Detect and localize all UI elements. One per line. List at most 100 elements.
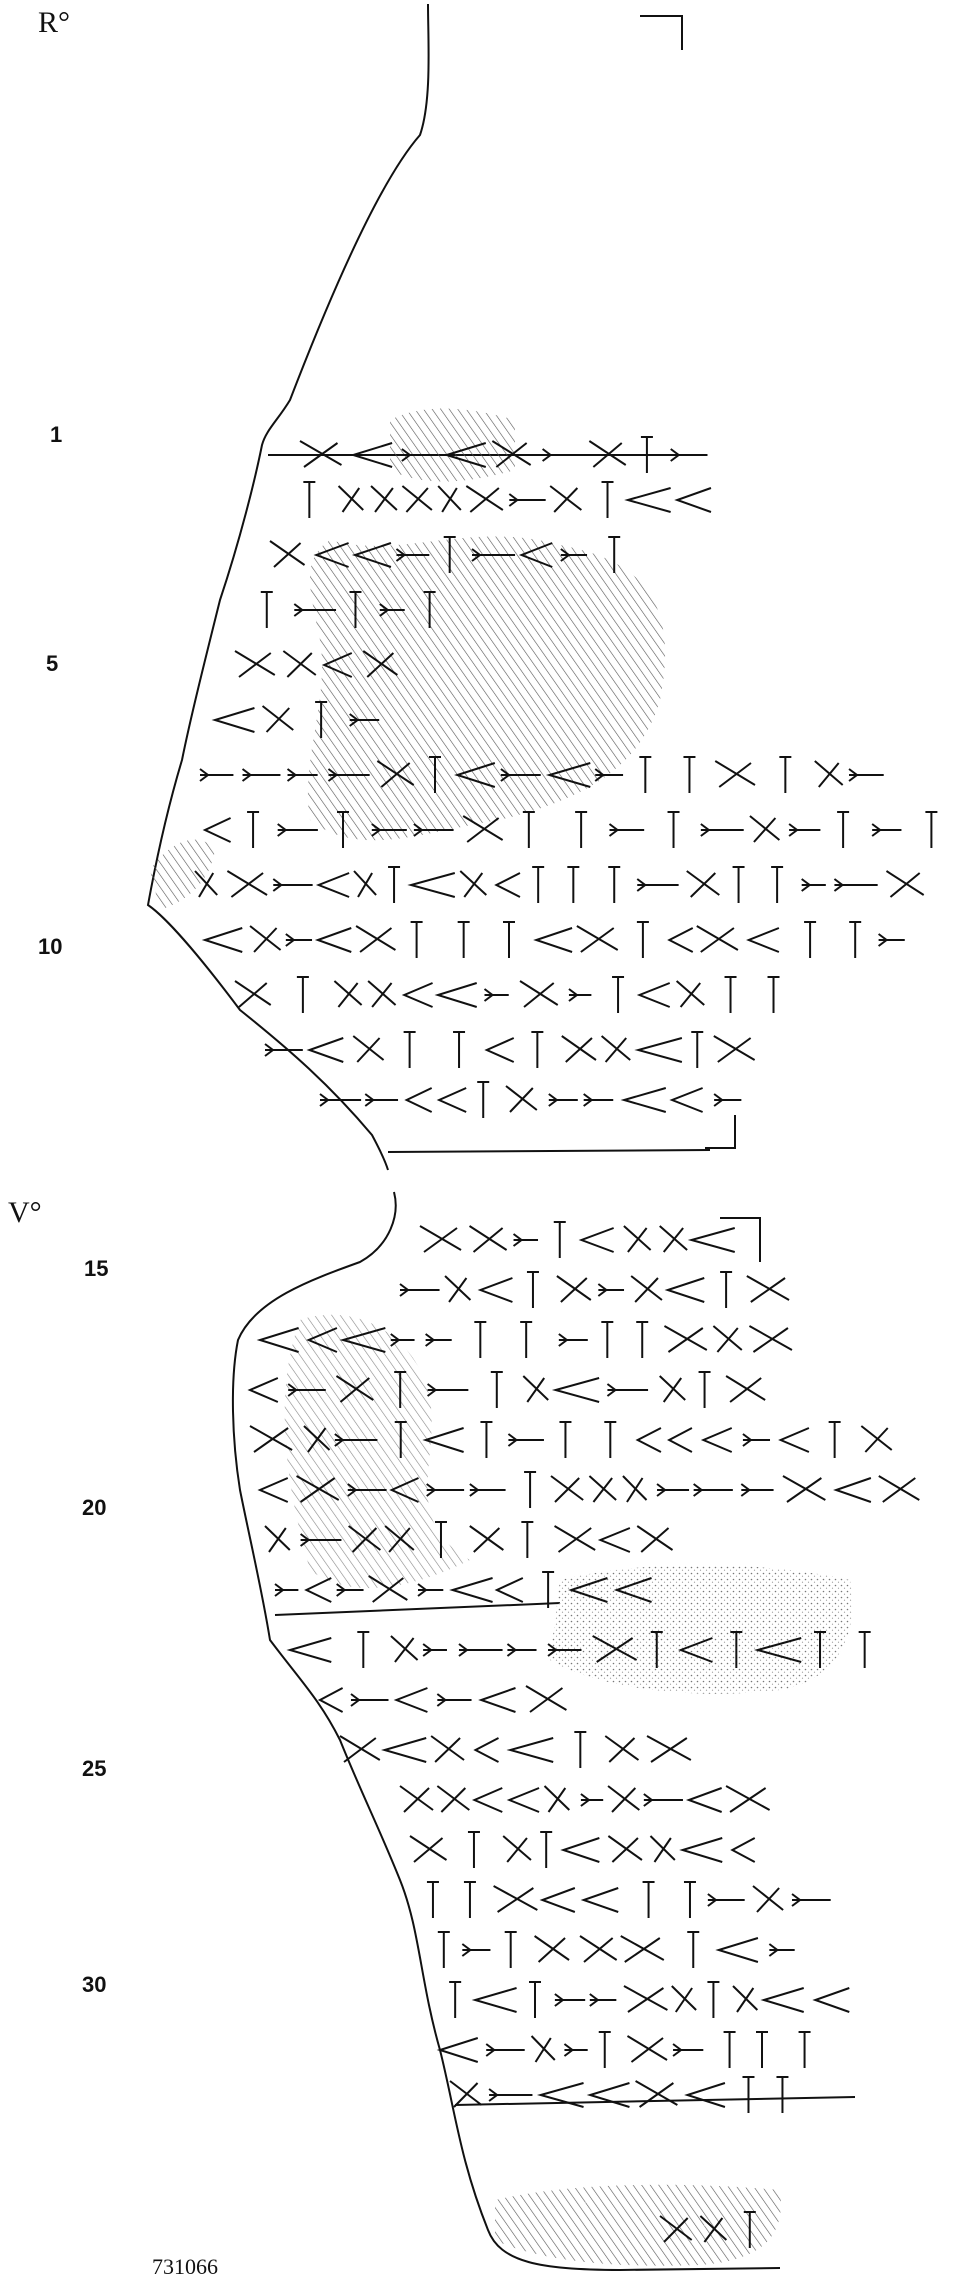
cuneiform-wedge <box>598 2031 611 2068</box>
cuneiform-wedge <box>417 1583 444 1597</box>
cuneiform-wedge <box>798 2031 811 2068</box>
cuneiform-wedge <box>272 878 313 892</box>
cuneiform-wedge <box>812 1987 850 2013</box>
verso-stipple-area <box>550 1565 853 1694</box>
cuneiform-wedge <box>542 448 585 462</box>
cuneiform-wedge <box>567 866 580 903</box>
cuneiform-wedge <box>601 1321 614 1358</box>
cuneiform-wedge <box>434 1521 447 1558</box>
cuneiform-wedge <box>778 1427 810 1453</box>
cuneiform-wedge <box>319 1093 362 1107</box>
cuneiform-wedge <box>506 1737 554 1763</box>
cuneiform-wedge <box>707 1893 745 1907</box>
cuneiform-wedge <box>494 872 521 898</box>
cuneiform-wedge <box>554 1525 596 1553</box>
cuneiform-wedge <box>333 980 363 1008</box>
cuneiform-wedge <box>465 485 504 513</box>
verso-outline <box>231 1191 781 2272</box>
cuneiform-wedge <box>675 980 705 1008</box>
cuneiform-wedge <box>760 1987 805 2013</box>
cuneiform-wedge <box>604 1421 617 1458</box>
cuneiform-wedge <box>306 1327 338 1353</box>
cuneiform-wedge <box>508 493 546 507</box>
cuneiform-wedge <box>678 1637 713 1663</box>
cuneiform-wedge <box>858 1631 871 1668</box>
cuneiform-wedge <box>664 1277 705 1303</box>
cuneiform-wedge <box>623 1225 652 1253</box>
cuneiform-wedge <box>713 1035 756 1063</box>
cuneiform-wedge <box>578 1227 614 1253</box>
cuneiform-wedge <box>454 762 496 788</box>
cuneiform-wedge <box>715 1937 759 1963</box>
cuneiform-wedge <box>548 1093 578 1107</box>
cuneiform-wedge <box>608 536 621 573</box>
cuneiform-wedge <box>401 448 437 462</box>
cuneiform-wedge <box>533 927 573 953</box>
cuneiform-wedge <box>351 542 392 568</box>
cuneiform-wedge <box>314 927 352 953</box>
cuneiform-wedge <box>337 485 364 513</box>
cuneiform-wedge <box>484 1037 515 1063</box>
cuneiform-wedge <box>453 1031 466 1068</box>
cuneiform-wedge <box>518 542 553 568</box>
recto-left-damage <box>150 839 215 910</box>
recto-damage-area <box>307 536 666 841</box>
cuneiform-wedge <box>732 1985 759 2013</box>
cuneiform-wedge <box>462 815 504 843</box>
cuneiform-wedge <box>871 823 902 837</box>
cuneiform-wedge <box>313 542 349 568</box>
cuneiform-wedge <box>740 1483 774 1497</box>
cuneiform-wedge <box>352 1035 385 1063</box>
cuneiform-wedge <box>559 1421 572 1458</box>
cuneiform-wedge <box>814 1631 827 1668</box>
cuneiform-wedge <box>588 440 627 468</box>
cuneiform-wedge <box>814 760 844 788</box>
cuneiform-wedge <box>335 1375 374 1403</box>
cuneiform-wedge <box>247 811 260 848</box>
cuneiform-wedge <box>256 1327 299 1353</box>
cuneiform-wedge <box>643 1793 683 1807</box>
cuneiform-wedge <box>443 442 487 468</box>
cuneiform-wedge <box>299 1533 342 1547</box>
cuneiform-wedge <box>390 1635 419 1663</box>
cuneiform-wedge <box>540 1831 553 1868</box>
cuneiform-wedge <box>742 2076 755 2113</box>
cuneiform-wedge <box>560 1837 600 1863</box>
cuneiform-wedge <box>505 1085 538 1113</box>
cuneiform-wedge <box>362 650 398 678</box>
cuneiform-wedge <box>536 2082 584 2108</box>
cuneiform-wedge <box>521 1521 534 1558</box>
cuneiform-wedge <box>483 988 509 1002</box>
cuneiform-wedge <box>488 2088 533 2102</box>
cuneiform-wedge <box>401 485 433 513</box>
cuneiform-wedge <box>833 878 878 892</box>
cuneiform-wedge <box>485 2043 525 2057</box>
cuneiform-wedge <box>194 870 218 898</box>
cuneiform-wedge <box>636 921 649 958</box>
cuneiform-wedge <box>580 1887 619 1913</box>
cuneiform-wedge <box>370 485 398 513</box>
cuneiform-wedge <box>684 2082 726 2108</box>
cuneiform-wedge <box>646 1735 692 1763</box>
cuneiform-wedge <box>635 1427 662 1453</box>
cuneiform-wedge <box>419 1225 462 1253</box>
cuneiform-wedge <box>687 1227 736 1253</box>
cuneiform-wedge <box>543 1785 571 1813</box>
cuneiform-wedge <box>490 1371 503 1408</box>
cuneiform-wedge <box>436 1693 472 1707</box>
cuneiform-wedge <box>525 1685 567 1713</box>
cuneiform-wedge <box>554 1993 586 2007</box>
cuneiform-wedge <box>558 1333 588 1347</box>
cuneiform-wedge <box>474 1321 487 1358</box>
cuneiform-wedge <box>353 870 377 898</box>
cuneiform-wedge <box>434 982 478 1008</box>
cuneiform-wedge <box>561 1035 597 1063</box>
cuneiform-wedge <box>429 756 442 793</box>
cuneiform-wedge <box>568 988 592 1002</box>
cuneiform-wedge <box>707 1981 720 2018</box>
cuneiform-wedge <box>776 2076 789 2113</box>
cuneiform-wedge <box>667 927 694 953</box>
cuneiform-wedge <box>444 1275 472 1303</box>
cuneiform-wedge <box>801 878 826 892</box>
cuneiform-wedge <box>532 866 545 903</box>
